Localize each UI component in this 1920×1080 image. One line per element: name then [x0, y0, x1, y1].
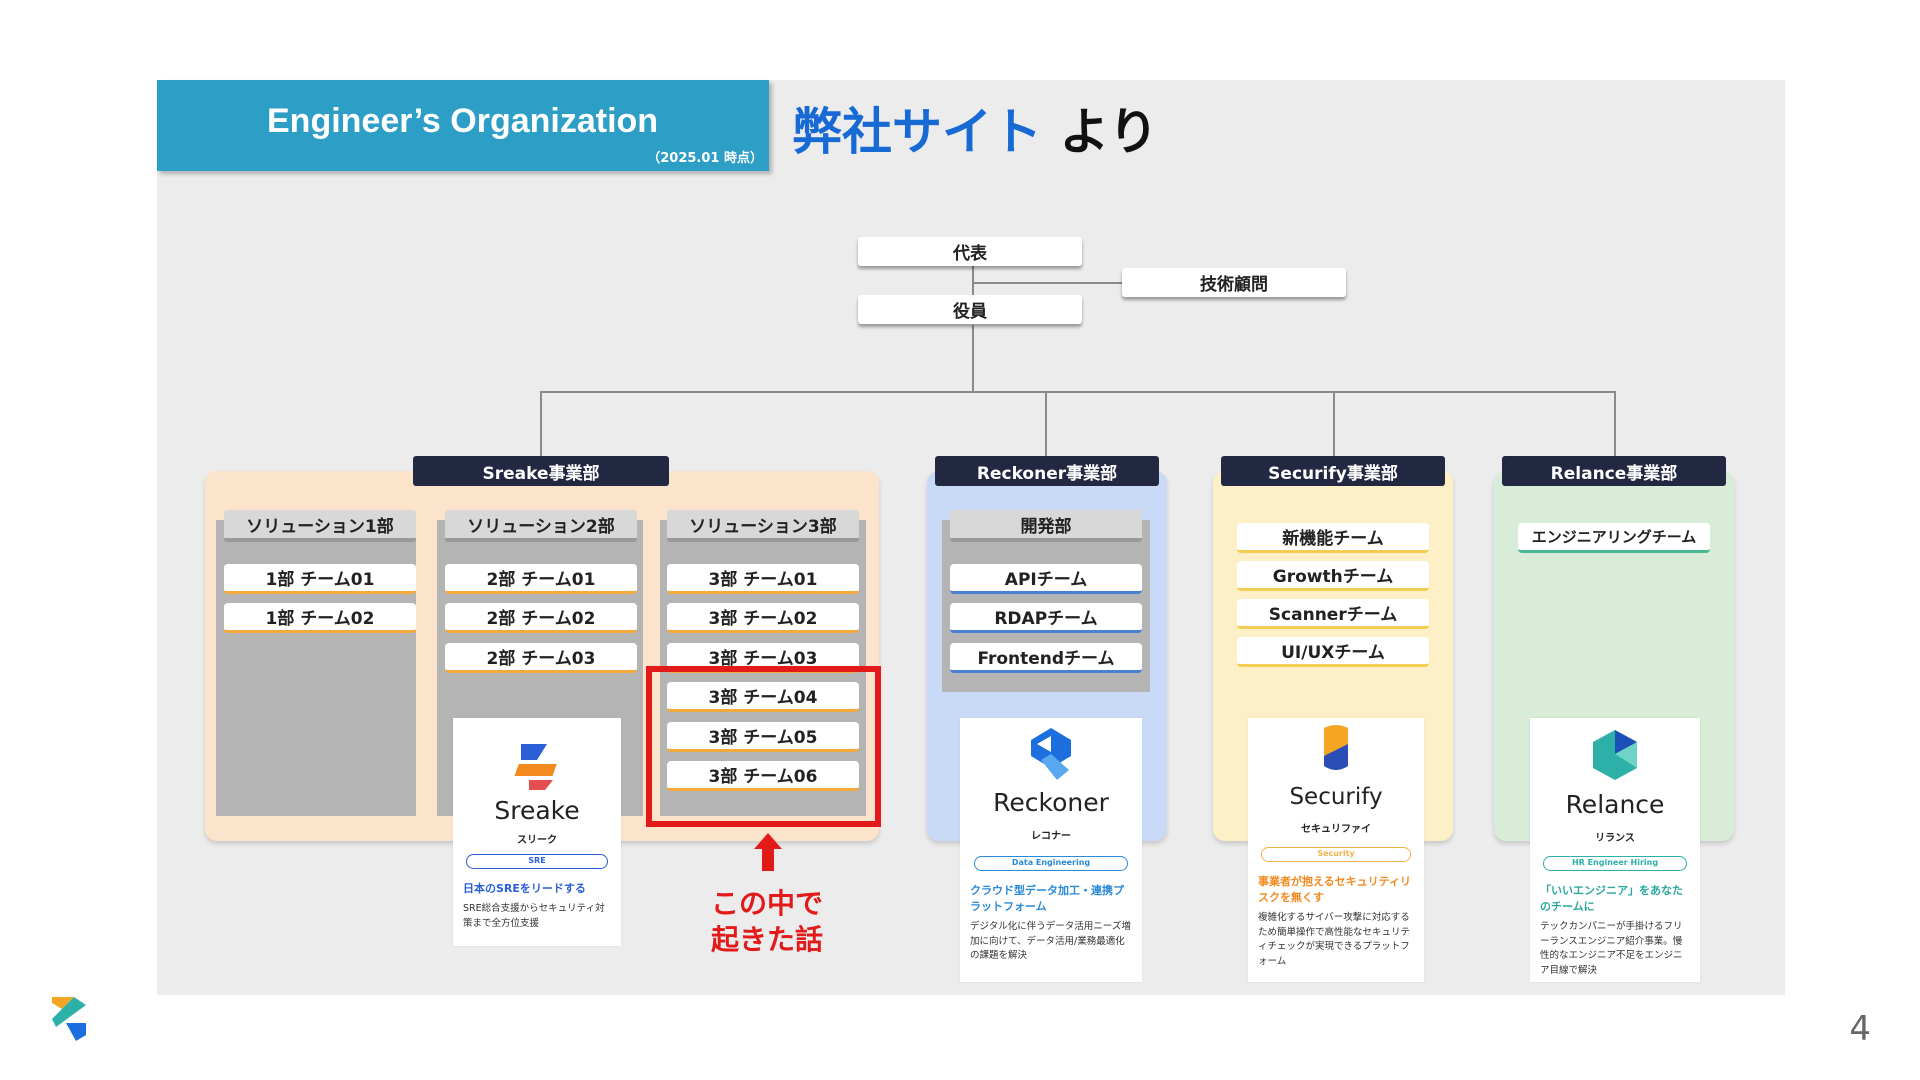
card-pill: Data Engineering	[973, 856, 1129, 871]
team-item: エンジニアリングチーム	[1518, 523, 1710, 553]
card-tagline: 日本のSREをリードする	[463, 882, 586, 895]
team-item: 3部 チーム01	[667, 564, 859, 594]
column-head: ソリューション1部	[224, 510, 416, 542]
team-item: 3部 チーム05	[667, 722, 859, 752]
column-head: 開発部	[950, 510, 1142, 542]
connector-line	[972, 282, 1122, 284]
division-head-securify: Securify事業部	[1221, 456, 1445, 486]
card-description: SRE総合支援からセキュリティ対策まで全方位支援	[463, 902, 605, 929]
division-head-reckoner: Reckoner事業部	[935, 456, 1159, 486]
title-date: （2025.01 時点）	[647, 151, 763, 166]
team-item: 2部 チーム02	[445, 603, 637, 633]
team-item: 3部 チーム02	[667, 603, 859, 633]
card-pill: Security	[1261, 847, 1411, 862]
division-head-relance: Relance事業部	[1502, 456, 1726, 486]
division-head-sreake: Sreake事業部	[413, 456, 669, 486]
highlight-box	[646, 666, 881, 827]
team-item: APIチーム	[950, 564, 1142, 594]
team-item: 新機能チーム	[1237, 523, 1429, 553]
connector-line	[540, 391, 542, 458]
team-item: 3部 チーム04	[667, 682, 859, 712]
card-kana: セキュリファイ	[1301, 824, 1371, 835]
team-item: 2部 チーム03	[445, 643, 637, 673]
team-item: 3部 チーム06	[667, 761, 859, 791]
securify-logo-icon	[1324, 725, 1348, 770]
team-item: 1部 チーム01	[224, 564, 416, 594]
annotation-line: この中で	[710, 887, 823, 920]
team-item: Scannerチーム	[1237, 599, 1429, 629]
page-title: Engineer’s Organization	[267, 102, 659, 140]
team-item: 2部 チーム01	[445, 564, 637, 594]
annotation-text: この中で 起きた話	[682, 886, 852, 959]
node-officers: 役員	[858, 295, 1082, 324]
card-tagline: 事業者が抱えるセキュリティリスクを無くす	[1258, 875, 1412, 904]
card-brand: Reckoner	[993, 788, 1109, 817]
team-item: RDAPチーム	[950, 603, 1142, 633]
annotation-line: 起きた話	[710, 923, 823, 957]
reckoner-logo-icon	[1031, 728, 1071, 780]
title-banner: Engineer’s Organization （2025.01 時点）	[157, 80, 769, 171]
connector-line	[972, 265, 974, 317]
connector-line	[540, 391, 1616, 393]
team-item: UI/UXチーム	[1237, 637, 1429, 667]
card-pill: HR Engineer Hiring	[1542, 856, 1688, 871]
connector-line	[1614, 391, 1616, 458]
card-brand: Securify	[1289, 784, 1383, 810]
source-suffix: より	[1042, 103, 1159, 161]
team-item: 1部 チーム02	[224, 603, 416, 633]
column-head: ソリューション3部	[667, 510, 859, 542]
card-kana: リランス	[1595, 833, 1635, 844]
connector-line	[1333, 391, 1335, 458]
card-pill: SRE	[465, 854, 609, 869]
card-tagline: 「いいエンジニア」をあなたのチームに	[1540, 884, 1683, 913]
card-brand: Sreake	[494, 796, 580, 825]
node-advisor: 技術顧問	[1122, 268, 1346, 297]
column-head: ソリューション2部	[445, 510, 637, 542]
connector-line	[972, 325, 974, 393]
card-kana: スリーク	[517, 835, 557, 846]
team-item: Growthチーム	[1237, 561, 1429, 591]
connector-line	[1045, 391, 1047, 458]
relance-logo-icon	[1593, 730, 1637, 780]
company-logo-icon	[52, 997, 86, 1041]
page-number: 4	[1849, 1009, 1871, 1049]
card-description: テックカンパニーが手掛けるフリーランスエンジニア紹介事業。慢性的なエンジニア不足…	[1540, 920, 1683, 977]
card-securify: Securify セキュリファイ Security 事業者が抱えるセキュリティリ…	[1248, 718, 1424, 982]
node-ceo: 代表	[858, 237, 1082, 266]
sreake-logo-icon	[514, 744, 557, 790]
card-sreake: Sreake スリーク SRE 日本のSREをリードする SRE総合支援からセキ…	[453, 718, 621, 946]
card-brand: Relance	[1565, 790, 1665, 819]
card-tagline: クラウド型データ加工・連携プラットフォーム	[970, 884, 1124, 913]
source-link-text: 弊社サイト	[792, 103, 1042, 161]
card-reckoner: Reckoner レコナー Data Engineering クラウド型データ加…	[960, 718, 1142, 982]
card-description: デジタル化に伴うデータ活用ニーズ増加に向けて、データ活用/業務最適化の課題を解決	[970, 920, 1131, 962]
up-arrow-icon	[754, 833, 782, 871]
card-relance: Relance リランス HR Engineer Hiring 「いいエンジニア…	[1530, 718, 1700, 982]
card-description: 複雑化するサイバー攻撃に対応するため簡単操作で高性能なセキュリティチェックが実現…	[1258, 911, 1411, 968]
team-item: Frontendチーム	[950, 643, 1142, 673]
card-kana: レコナー	[1031, 831, 1071, 842]
source-note: 弊社サイト より	[792, 92, 1158, 164]
